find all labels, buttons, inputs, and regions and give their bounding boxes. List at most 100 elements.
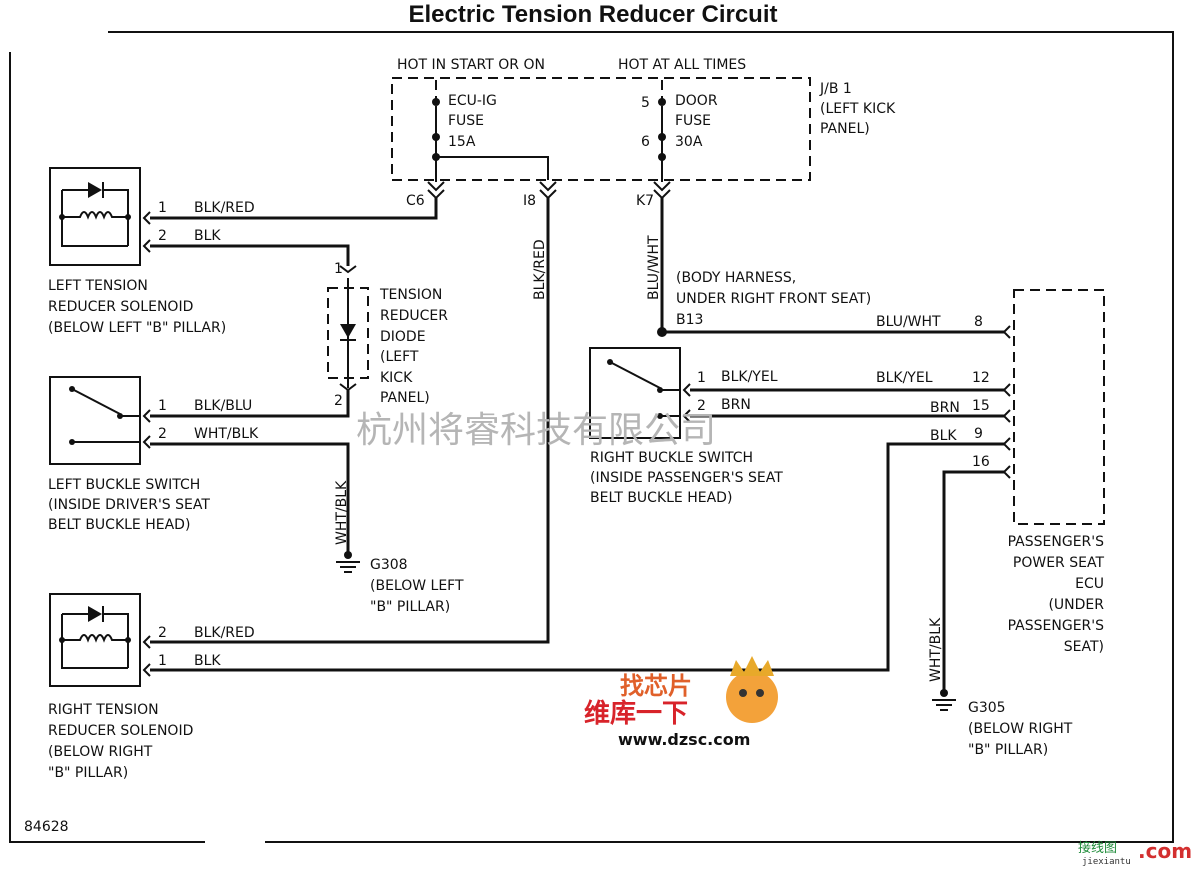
page-frame bbox=[9, 31, 1174, 843]
i8-label: I8 bbox=[523, 193, 536, 209]
body-harness-label-1: (BODY HARNESS, bbox=[676, 270, 796, 286]
left-buckle-pin2: 2 bbox=[158, 426, 167, 442]
fuse1-line1: ECU-IG bbox=[448, 93, 497, 109]
ecu-ig-fuse: ECU-IG FUSE 15A bbox=[432, 80, 549, 182]
right-buckle-wire1: BLK/YEL bbox=[721, 369, 778, 385]
fuse2-pin-top: 5 bbox=[641, 95, 650, 111]
diode-pin1: 1 bbox=[334, 261, 343, 277]
watermark-company: 杭州将睿科技有限公司 bbox=[356, 410, 716, 451]
body-harness-label-2: UNDER RIGHT FRONT SEAT) bbox=[676, 291, 871, 307]
right-solenoid-wire1: BLK bbox=[194, 653, 221, 669]
right-solenoid-label-4: "B" PILLAR) bbox=[48, 765, 128, 781]
g305-label-2: (BELOW RIGHT bbox=[968, 721, 1073, 737]
power-seat-ecu: BLU/WHT 8 BLK/YEL 12 BRN 15 BLK 9 16 PAS… bbox=[876, 289, 1105, 655]
ecu-pin-row-1: 8 bbox=[974, 314, 983, 330]
g305-vert-wire: WHT/BLK bbox=[928, 617, 944, 682]
corner-logo-com: .com bbox=[1138, 839, 1192, 863]
corner-logo-url: jiexiantu bbox=[1082, 857, 1131, 867]
door-fuse: 5 6 DOOR FUSE 30A bbox=[641, 80, 718, 182]
right-buckle-label-2: (INSIDE PASSENGER'S SEAT bbox=[590, 470, 783, 486]
left-solenoid-wire1: BLK/RED bbox=[194, 200, 255, 216]
dzsc-logo: 找芯片 维库一下 www.dzsc.com bbox=[584, 656, 778, 749]
right-buckle-pin2: 2 bbox=[697, 398, 706, 414]
tension-reducer-diode: 1 2 TENSION REDUCER DIODE (LEFT KICK PAN… bbox=[327, 261, 448, 409]
connector-k7 bbox=[653, 181, 671, 200]
left-solenoid-pin2: 2 bbox=[158, 228, 167, 244]
dzsc-logo-top: 找芯片 bbox=[620, 672, 692, 700]
wire-wht-blk-g305 bbox=[942, 470, 1004, 690]
right-solenoid-pin2: 2 bbox=[158, 625, 167, 641]
right-tension-solenoid: RIGHT TENSION REDUCER SOLENOID (BELOW RI… bbox=[48, 593, 255, 781]
right-buckle-label-1: RIGHT BUCKLE SWITCH bbox=[590, 450, 753, 466]
g308-label-2: (BELOW LEFT bbox=[370, 578, 464, 594]
c6-label: C6 bbox=[406, 193, 425, 209]
k7-label: K7 bbox=[636, 193, 654, 209]
wire-blk-blu bbox=[150, 390, 350, 418]
corner-logo-cn: 接线图 bbox=[1078, 840, 1117, 856]
jiexiantu-logo: 接线图 .com jiexiantu bbox=[1078, 839, 1192, 867]
g308-label-1: G308 bbox=[370, 557, 408, 573]
ecu-wire-row-3: BRN bbox=[930, 400, 960, 416]
wire-blk-right-solenoid bbox=[150, 442, 1004, 672]
right-buckle-switch: RIGHT BUCKLE SWITCH (INSIDE PASSENGER'S … bbox=[589, 347, 783, 506]
ground-g308: WHT/BLK G308 (BELOW LEFT "B" PILLAR) bbox=[334, 480, 464, 615]
diode-pin2: 2 bbox=[334, 393, 343, 409]
blu-wht-vert-label: BLU/WHT bbox=[646, 235, 662, 300]
mascot-eye-left bbox=[739, 689, 747, 697]
dzsc-logo-url: www.dzsc.com bbox=[618, 730, 750, 749]
right-buckle-wire2: BRN bbox=[721, 397, 751, 413]
diode-label-1: TENSION bbox=[379, 287, 442, 303]
ecu-wire-row-2: BLK/YEL bbox=[876, 370, 933, 386]
wire-blk-red-i8 bbox=[150, 198, 550, 644]
ecu-label-3: ECU bbox=[1075, 576, 1104, 592]
diode-label-6: PANEL) bbox=[380, 390, 430, 406]
ecu-pin-row-2: 12 bbox=[972, 370, 990, 386]
right-solenoid-label-3: (BELOW RIGHT bbox=[48, 744, 153, 760]
ecu-wire-row-4: BLK bbox=[930, 428, 957, 444]
left-buckle-label-2: (INSIDE DRIVER'S SEAT bbox=[48, 497, 210, 513]
right-solenoid-wire2: BLK/RED bbox=[194, 625, 255, 641]
dzsc-logo-main: 维库一下 bbox=[584, 698, 688, 729]
diode-label-2: REDUCER bbox=[380, 308, 448, 324]
right-buckle-label-3: BELT BUCKLE HEAD) bbox=[590, 490, 732, 506]
diode-label-5: KICK bbox=[380, 370, 413, 386]
mascot-crown bbox=[730, 656, 774, 676]
ecu-label-2: POWER SEAT bbox=[1013, 555, 1105, 571]
g308-vert-wire: WHT/BLK bbox=[334, 480, 350, 545]
left-buckle-label-3: BELT BUCKLE HEAD) bbox=[48, 517, 190, 533]
fuse2-pin-bottom: 6 bbox=[641, 134, 650, 150]
right-buckle-pin1: 1 bbox=[697, 370, 706, 386]
left-solenoid-pin1: 1 bbox=[158, 200, 167, 216]
left-solenoid-label-2: REDUCER SOLENOID bbox=[48, 299, 193, 315]
g305-label-1: G305 bbox=[968, 700, 1006, 716]
connector-c6 bbox=[427, 181, 445, 200]
ecu-wire-row-1: BLU/WHT bbox=[876, 314, 941, 330]
mascot-eye-right bbox=[756, 689, 764, 697]
ground-g305: WHT/BLK G305 (BELOW RIGHT "B" PILLAR) bbox=[928, 617, 1073, 758]
left-tension-solenoid: LEFT TENSION REDUCER SOLENOID (BELOW LEF… bbox=[48, 167, 255, 336]
jb-name-3: PANEL) bbox=[820, 121, 870, 137]
left-buckle-wire1: BLK/BLU bbox=[194, 398, 252, 414]
hot-all-times-label: HOT AT ALL TIMES bbox=[618, 57, 746, 73]
figure-number: 84628 bbox=[24, 819, 69, 835]
ecu-label-5: PASSENGER'S bbox=[1008, 618, 1104, 634]
fuse2-line1: DOOR bbox=[675, 93, 718, 109]
b13-label: B13 bbox=[676, 312, 703, 328]
diagram-title: Electric Tension Reducer Circuit bbox=[409, 1, 778, 28]
right-solenoid-pin1: 1 bbox=[158, 653, 167, 669]
connector-i8 bbox=[539, 181, 557, 200]
jb-name-1: J/B 1 bbox=[819, 81, 852, 97]
left-buckle-switch: LEFT BUCKLE SWITCH (INSIDE DRIVER'S SEAT… bbox=[48, 376, 259, 533]
fuse2-line2: FUSE bbox=[675, 113, 711, 129]
wire-blk-red-c6 bbox=[150, 198, 438, 220]
left-solenoid-wire2: BLK bbox=[194, 228, 221, 244]
jb-name-2: (LEFT KICK bbox=[820, 101, 896, 117]
wire-wht-blk-g308 bbox=[150, 442, 350, 552]
ecu-label-1: PASSENGER'S bbox=[1008, 534, 1104, 550]
right-solenoid-label-1: RIGHT TENSION bbox=[48, 702, 159, 718]
hot-start-on-label: HOT IN START OR ON bbox=[397, 57, 545, 73]
ecu-label-6: SEAT) bbox=[1064, 639, 1104, 655]
ecu-pin-row-4: 9 bbox=[974, 426, 983, 442]
g308-label-3: "B" PILLAR) bbox=[370, 599, 450, 615]
